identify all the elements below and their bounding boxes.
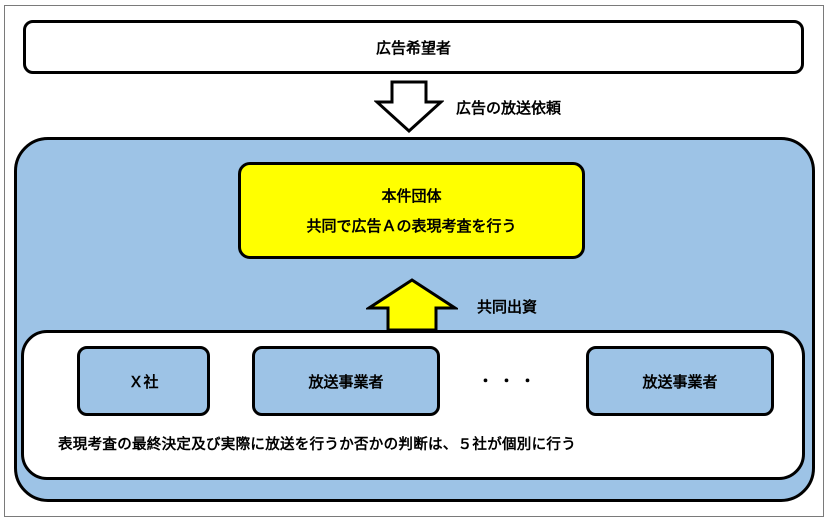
ellipsis: ・・・	[478, 372, 542, 390]
broadcaster-label: 放送事業者	[642, 372, 718, 391]
request-arrow-icon	[374, 80, 444, 134]
broadcaster-box: 放送事業者	[586, 346, 774, 416]
advertiser-label: 広告希望者	[375, 38, 451, 57]
x-company-label: Ｘ社	[128, 372, 159, 391]
decision-note: 表現考査の最終決定及び実際に放送を行うか否かの判断は、５社が個別に行う	[58, 437, 576, 453]
organization-box: 本件団体 共同で広告Ａの表現考査を行う	[238, 162, 585, 259]
organization-role: 共同で広告Ａの表現考査を行う	[306, 216, 517, 235]
funding-arrow-icon	[366, 278, 458, 332]
funding-label: 共同出資	[477, 298, 538, 316]
organization-name: 本件団体	[381, 186, 442, 205]
x-company-box: Ｘ社	[77, 346, 210, 416]
figure-frame	[4, 5, 824, 517]
advertiser-box: 広告希望者	[23, 20, 804, 74]
request-label: 広告の放送依頼	[456, 99, 562, 117]
broadcaster-label: 放送事業者	[308, 372, 384, 391]
broadcaster-box: 放送事業者	[252, 346, 440, 416]
